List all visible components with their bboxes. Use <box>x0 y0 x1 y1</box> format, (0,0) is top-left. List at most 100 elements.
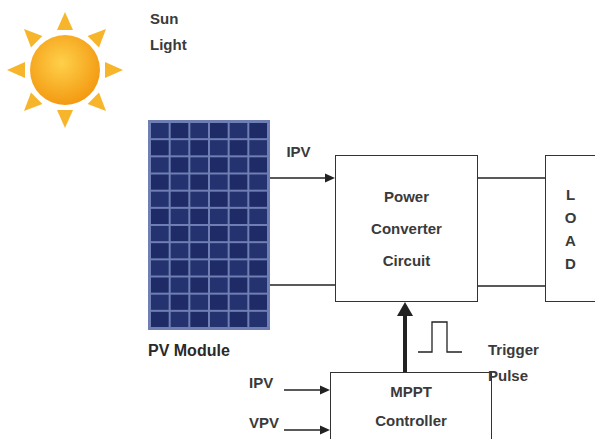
solar-cell <box>230 140 248 155</box>
solar-cell <box>210 175 228 190</box>
solar-cell <box>190 312 208 327</box>
panel-frame <box>148 120 270 330</box>
arrow-head <box>325 174 335 183</box>
solar-cell <box>151 278 169 293</box>
solar-cell <box>171 123 189 138</box>
solar-cell <box>249 140 267 155</box>
solar-cell <box>171 157 189 172</box>
solar-cell <box>171 192 189 207</box>
solar-cell <box>151 209 169 224</box>
solar-cell <box>230 226 248 241</box>
solar-cell <box>230 157 248 172</box>
connector <box>270 174 335 183</box>
solar-cell <box>151 243 169 258</box>
solar-cell <box>151 123 169 138</box>
box-label: Power Converter Circuit <box>361 181 453 277</box>
solar-cell <box>190 157 208 172</box>
solar-cell <box>190 278 208 293</box>
box-label: LOAD <box>563 183 578 275</box>
solar-cell <box>210 312 228 327</box>
solar-cell <box>210 295 228 310</box>
arrow-head <box>320 386 330 395</box>
solar-cell <box>249 312 267 327</box>
solar-cell <box>210 192 228 207</box>
solar-cell <box>151 140 169 155</box>
solar-cell <box>230 312 248 327</box>
panel-caption: PV Module <box>148 342 230 360</box>
solar-cell <box>190 140 208 155</box>
solar-cell <box>230 209 248 224</box>
wire <box>270 284 335 285</box>
solar-cell <box>190 226 208 241</box>
load-box: LOAD <box>545 155 595 302</box>
solar-cell <box>210 123 228 138</box>
connector <box>397 302 413 372</box>
solar-cell <box>171 243 189 258</box>
solar-cell <box>190 295 208 310</box>
solar-cell <box>230 260 248 275</box>
sun-ray <box>88 93 106 111</box>
solar-cell <box>249 243 267 258</box>
solar-cell <box>171 312 189 327</box>
sun-icon <box>7 12 123 128</box>
solar-cell <box>230 123 248 138</box>
solar-cell <box>249 260 267 275</box>
wire <box>270 177 326 178</box>
solar-panel-graphic <box>148 120 270 330</box>
arrow-head <box>397 302 413 316</box>
controller-box: MPPT Controller <box>330 372 492 439</box>
solar-cell <box>249 157 267 172</box>
connector <box>478 286 545 287</box>
solar-cell <box>230 278 248 293</box>
signal-name: IPV <box>249 374 273 391</box>
sun-ray <box>57 110 73 128</box>
sun-ray <box>7 62 25 78</box>
solar-cell <box>151 157 169 172</box>
sun-ray <box>24 93 42 111</box>
sun-ray <box>105 62 123 78</box>
box-label: MPPT Controller <box>358 377 464 435</box>
sun-ray <box>24 29 42 47</box>
solar-cell <box>210 226 228 241</box>
solar-cell <box>151 192 169 207</box>
wire <box>478 177 545 178</box>
input-arrows <box>284 386 330 435</box>
solar-cell <box>171 295 189 310</box>
solar-cell <box>171 260 189 275</box>
converter-box: Power Converter Circuit <box>335 155 478 302</box>
signal-name: VPV <box>249 414 279 431</box>
solar-cell <box>151 226 169 241</box>
pulse-symbol <box>418 322 462 352</box>
solar-cell <box>190 209 208 224</box>
solar-cell <box>151 295 169 310</box>
connector <box>270 285 335 286</box>
solar-cell <box>249 278 267 293</box>
solar-cell <box>249 192 267 207</box>
solar-cell <box>210 243 228 258</box>
solar-cell <box>210 157 228 172</box>
solar-cell <box>171 226 189 241</box>
signal-name: Trigger Pulse <box>488 337 568 389</box>
solar-cell <box>210 140 228 155</box>
solar-cell <box>151 312 169 327</box>
solar-cell <box>210 260 228 275</box>
wire <box>403 315 407 372</box>
solar-cell <box>230 175 248 190</box>
solar-cell <box>190 192 208 207</box>
solar-cell <box>190 260 208 275</box>
solar-cell <box>171 140 189 155</box>
solar-cell <box>249 209 267 224</box>
solar-cell <box>171 209 189 224</box>
solar-cell <box>171 175 189 190</box>
solar-cell <box>230 295 248 310</box>
solar-cell <box>210 278 228 293</box>
sun-ray <box>57 12 73 30</box>
solar-cell <box>249 123 267 138</box>
solar-cell <box>210 209 228 224</box>
signal-line <box>284 429 321 430</box>
pv-module: PV Module <box>148 120 270 330</box>
sun-label: Sun Light <box>150 6 202 58</box>
solar-cell <box>190 243 208 258</box>
solar-cell <box>249 295 267 310</box>
